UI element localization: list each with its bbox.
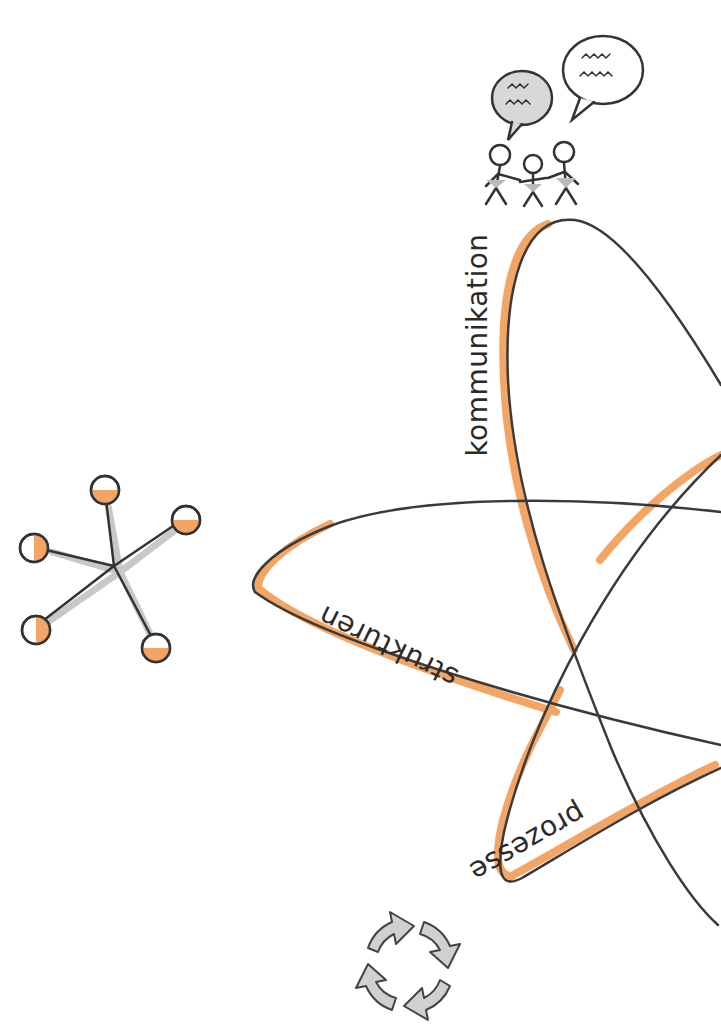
- people-icon: [486, 36, 643, 206]
- loop-label: kommunikation: [464, 233, 492, 456]
- star-line: [253, 220, 721, 925]
- network-icon: [20, 476, 200, 662]
- loop-label: strukturen: [314, 600, 462, 691]
- cycle-icon: [356, 912, 460, 1020]
- orange-highlight: [258, 224, 721, 876]
